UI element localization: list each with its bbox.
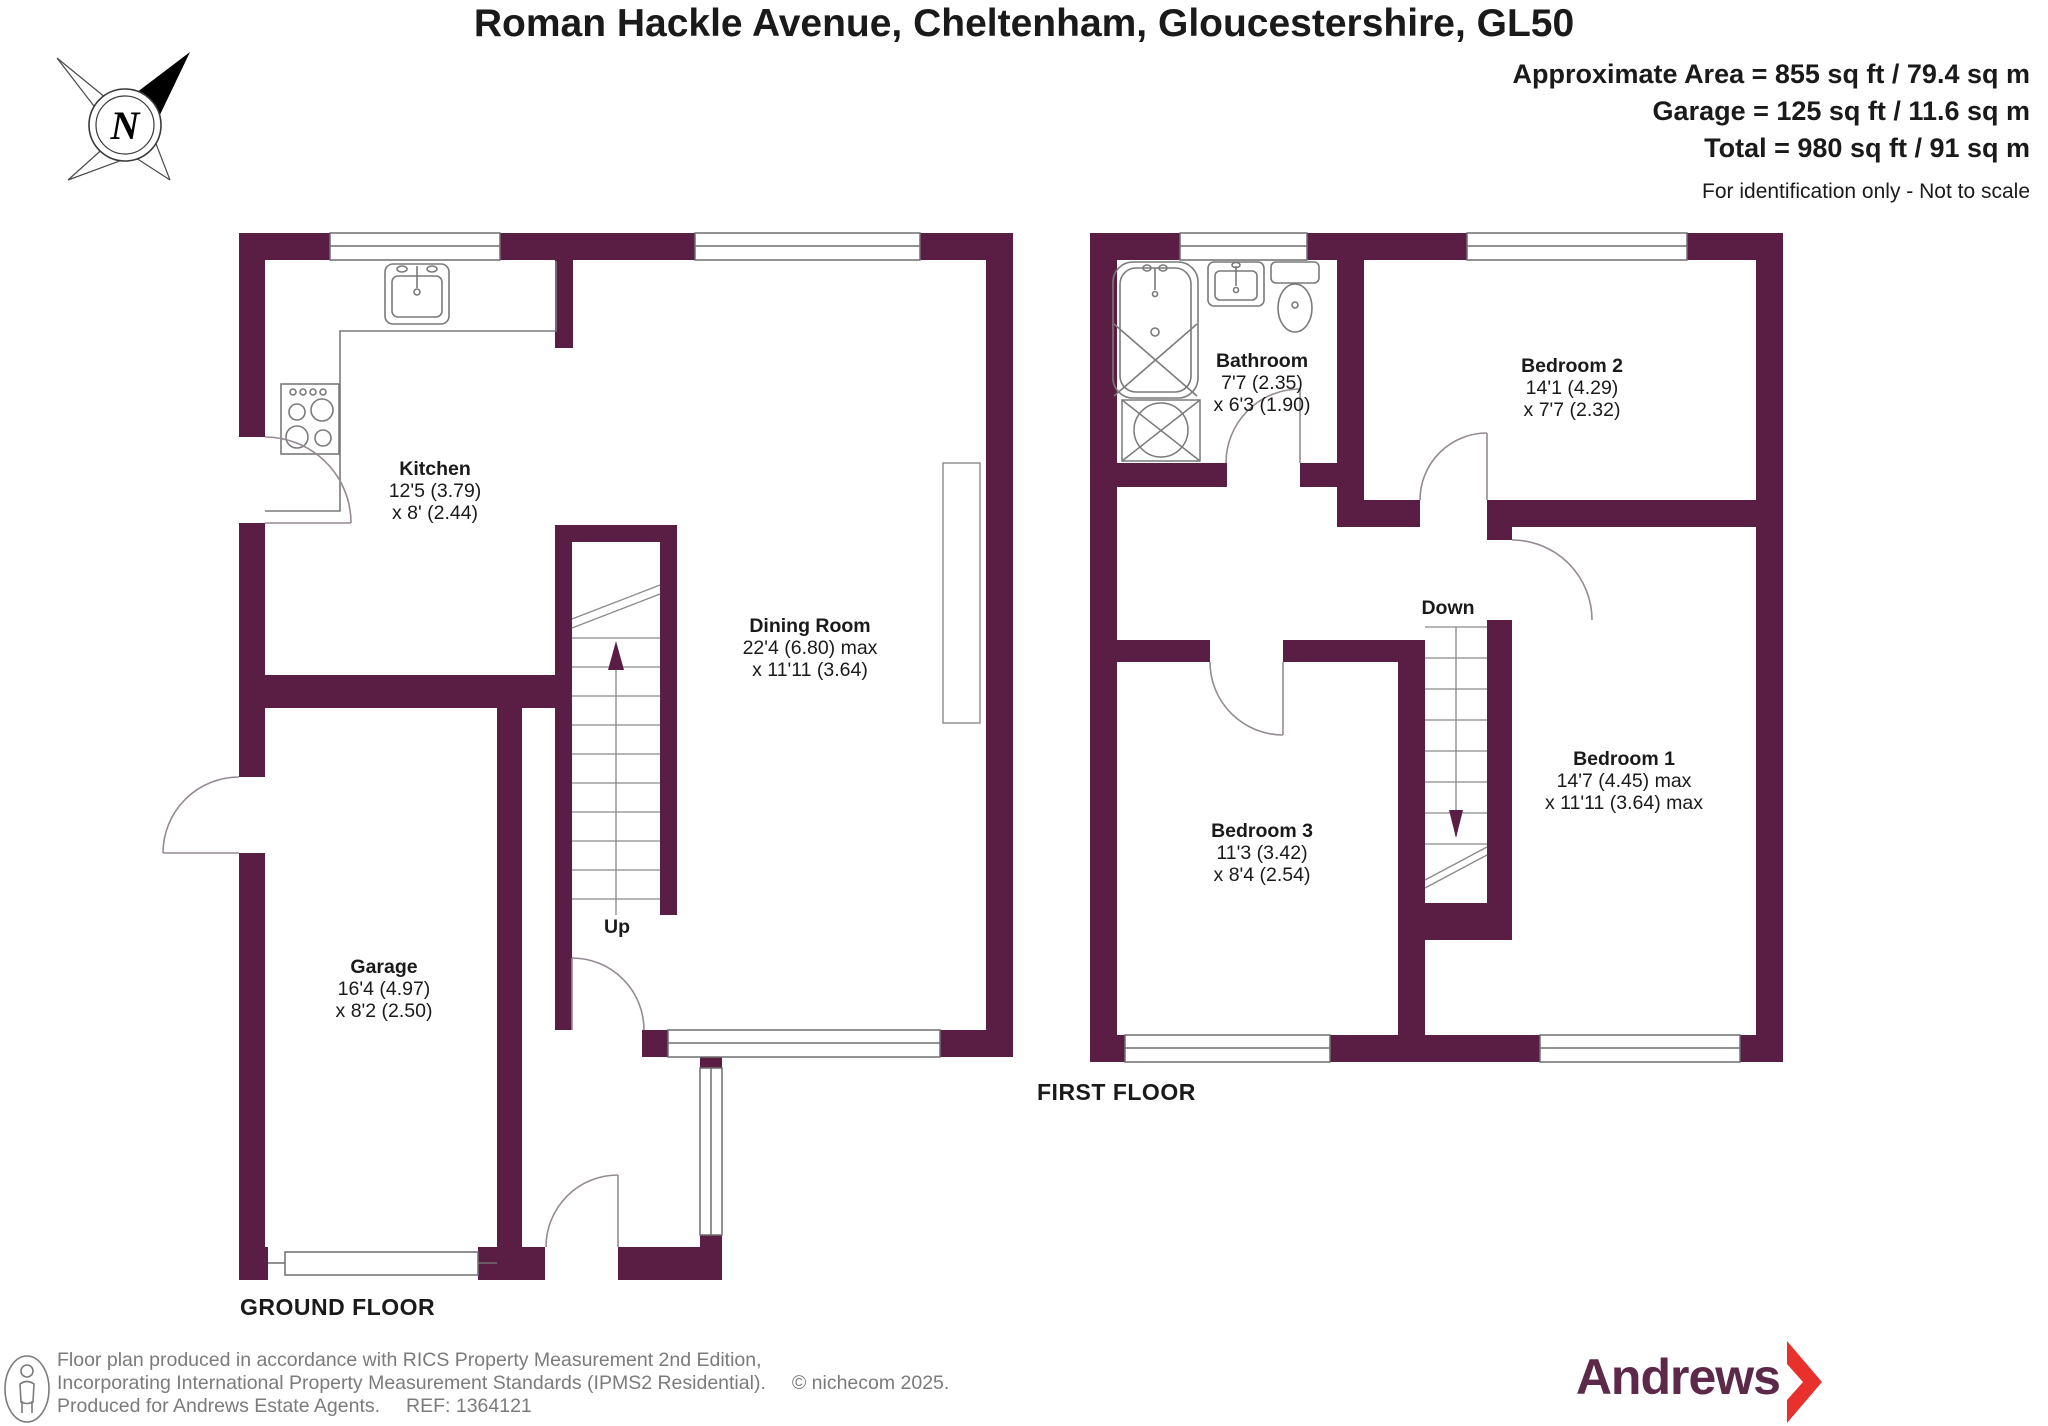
kitchen-sink-icon — [384, 263, 450, 325]
garage-area: Garage = 125 sq ft / 11.6 sq m — [1652, 96, 2030, 126]
footer-line1: Floor plan produced in accordance with R… — [57, 1349, 762, 1371]
stove-icon — [280, 383, 340, 455]
bath-icon — [1112, 261, 1199, 399]
stairs-down — [1424, 626, 1488, 889]
water-cylinder-icon — [1121, 399, 1201, 462]
bedroom1-door — [1511, 539, 1593, 621]
porch-door — [545, 1174, 619, 1248]
compass-north-label: N — [110, 103, 142, 148]
total-area: Total = 980 sq ft / 91 sq m — [1704, 133, 2030, 163]
ground-floor-doors — [162, 436, 645, 1248]
ground-floor-windows — [268, 232, 941, 1276]
stairs-up-label: Up — [604, 916, 630, 938]
front-door — [571, 957, 645, 1031]
ground-floor-label: GROUND FLOOR — [240, 1294, 436, 1320]
footer-line2: Incorporating International Property Mea… — [57, 1372, 766, 1394]
area-summary: Approximate Area = 855 sq ft / 79.4 sq m… — [1513, 56, 2030, 210]
first-floor-doors — [1209, 388, 1593, 736]
first-floor-label: FIRST FLOOR — [1037, 1079, 1196, 1105]
ground-floor-walls — [239, 233, 1013, 1280]
compass-rose-icon: N — [56, 52, 190, 181]
footer-line3: Produced for Andrews Estate Agents. — [57, 1395, 381, 1417]
bedroom2-door — [1419, 432, 1488, 501]
stairs-down-arrow — [1449, 810, 1463, 838]
chimney-breast — [942, 462, 981, 724]
bedroom3-label: Bedroom 3 11'3 (3.42) x 8'4 (2.54) — [1211, 820, 1313, 886]
kitchen-side-door — [264, 436, 352, 524]
garage-label: Garage 16'4 (4.97) x 8'2 (2.50) — [335, 956, 433, 1022]
person-scale-icon — [4, 1355, 50, 1423]
bathroom-label: Bathroom 7'7 (2.35) x 6'3 (1.90) — [1213, 350, 1311, 416]
footer-copyright: © nichecom 2025. — [791, 1372, 950, 1394]
page-title: Roman Hackle Avenue, Cheltenham, Glouces… — [473, 2, 1575, 45]
first-floor-plan — [1090, 232, 1783, 1063]
bedroom2-label: Bedroom 2 14'1 (4.29) x 7'7 (2.32) — [1521, 355, 1623, 421]
approximate-area: Approximate Area = 855 sq ft / 79.4 sq m — [1512, 59, 2030, 89]
andrews-logo-chevron-icon — [1787, 1341, 1822, 1423]
kitchen-label: Kitchen 12'5 (3.79) x 8' (2.44) — [388, 458, 482, 524]
andrews-logo-text: Andrews — [1575, 1349, 1781, 1405]
stairs-up — [571, 584, 661, 915]
scale-disclaimer: For identification only - Not to scale — [1702, 180, 2030, 203]
toilet-icon — [1270, 261, 1320, 333]
kitchen-counter — [265, 261, 557, 512]
footer-ref: REF: 1364121 — [406, 1395, 532, 1417]
bathroom-sink-icon — [1207, 261, 1265, 307]
first-floor-walls — [1090, 233, 1783, 1062]
garage-side-door — [162, 776, 240, 854]
garage-door — [284, 1251, 479, 1276]
footer-disclaimer: Floor plan produced in accordance with R… — [57, 1349, 949, 1418]
stairs-down-label: Down — [1421, 597, 1475, 619]
dining-room-label: Dining Room 22'4 (6.80) max x 11'11 (3.6… — [742, 615, 878, 681]
bathroom-door — [1225, 388, 1301, 464]
bedroom3-door — [1209, 661, 1284, 736]
ground-floor-plan — [162, 232, 1013, 1280]
first-floor-windows — [1124, 232, 1741, 1063]
bedroom1-label: Bedroom 1 14'7 (4.45) max x 11'11 (3.64)… — [1545, 748, 1703, 814]
stairs-up-arrow — [608, 641, 624, 670]
